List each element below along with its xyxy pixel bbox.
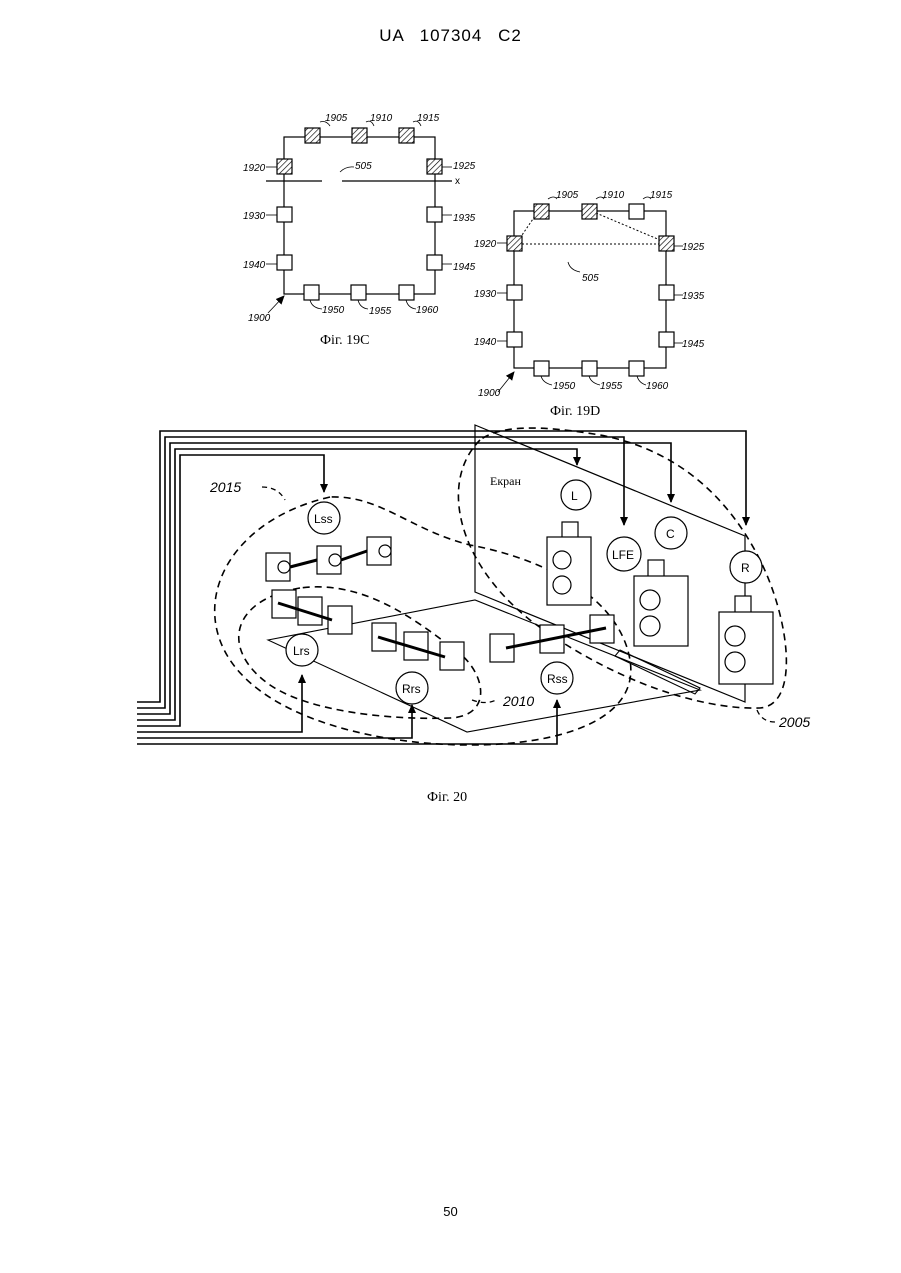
label-1935: 1935 <box>453 213 476 224</box>
label-1925: 1925 <box>682 242 705 253</box>
speaker-1935 <box>659 285 674 300</box>
label-x: x <box>455 176 460 187</box>
speaker-1925 <box>427 159 442 174</box>
label-1930: 1930 <box>474 289 497 300</box>
label-1935: 1935 <box>682 291 705 302</box>
ref-2010: 2010 <box>502 693 534 709</box>
label-1900: 1900 <box>478 388 501 399</box>
speaker-1950 <box>304 285 319 300</box>
speaker-1920 <box>277 159 292 174</box>
figure-19d-labels: 1905 1910 1915 1920 1925 505 1930 1935 1… <box>474 190 705 419</box>
label-1915: 1915 <box>417 113 440 124</box>
label-1940: 1940 <box>474 337 497 348</box>
leader-2005 <box>757 710 775 722</box>
label-1955: 1955 <box>369 306 392 317</box>
speaker-1955 <box>582 361 597 376</box>
speaker-1910 <box>582 204 597 219</box>
label-1925: 1925 <box>453 161 476 172</box>
speaker-cabinet <box>367 537 391 565</box>
label-1950: 1950 <box>553 381 576 392</box>
label-1945: 1945 <box>682 339 705 350</box>
label-505: 505 <box>582 273 599 284</box>
channel-l-label: L <box>571 489 578 503</box>
speaker-1955 <box>351 285 366 300</box>
channel-lfe-label: LFE <box>612 548 634 562</box>
label-1930: 1930 <box>243 211 266 222</box>
channel-lrs-label: Lrs <box>293 644 310 658</box>
speaker-1950 <box>534 361 549 376</box>
label-1920: 1920 <box>474 239 497 250</box>
label-1910: 1910 <box>602 190 625 201</box>
speaker-cabinet <box>266 553 290 581</box>
speaker-1930 <box>507 285 522 300</box>
speaker-group <box>507 204 674 376</box>
speaker-1940 <box>507 332 522 347</box>
figure-19d <box>497 197 683 392</box>
label-1960: 1960 <box>646 381 669 392</box>
leader-2015 <box>262 487 285 500</box>
page-number: 50 <box>0 1204 901 1219</box>
speaker-cabinet <box>317 546 341 574</box>
label-1960: 1960 <box>416 305 439 316</box>
ref-2005: 2005 <box>778 714 810 730</box>
channel-rrs-label: Rrs <box>402 682 421 696</box>
label-1940: 1940 <box>243 260 266 271</box>
label-1915: 1915 <box>650 190 673 201</box>
caption-fig-19d: Фіг. 19D <box>550 404 600 419</box>
label-1905: 1905 <box>556 190 579 201</box>
leader-lines <box>266 121 452 313</box>
speaker-1945 <box>659 332 674 347</box>
label-1910: 1910 <box>370 113 393 124</box>
speaker-1940 <box>277 255 292 270</box>
label-1905: 1905 <box>325 113 348 124</box>
speaker-1930 <box>277 207 292 222</box>
speaker-1910 <box>352 128 367 143</box>
label-1945: 1945 <box>453 262 476 273</box>
speaker-1905 <box>534 204 549 219</box>
speaker-1925 <box>659 236 674 251</box>
label-505: 505 <box>355 161 372 172</box>
ref-2015: 2015 <box>209 479 241 495</box>
speaker-1920 <box>507 236 522 251</box>
speaker-1915 <box>629 204 644 219</box>
label-1900: 1900 <box>248 313 271 324</box>
speaker-1905 <box>305 128 320 143</box>
figure-20 <box>137 425 786 745</box>
speaker-1935 <box>427 207 442 222</box>
figure-19c <box>266 121 452 313</box>
caption-fig-20: Фіг. 20 <box>427 790 467 805</box>
channel-rss-label: Rss <box>547 672 568 686</box>
caption-fig-19c: Фіг. 19С <box>320 333 369 348</box>
speaker-group <box>277 128 442 300</box>
channel-r-label: R <box>741 561 750 575</box>
label-1955: 1955 <box>600 381 623 392</box>
speaker-1945 <box>427 255 442 270</box>
speaker-1960 <box>629 361 644 376</box>
speaker-1915 <box>399 128 414 143</box>
screen-label: Екран <box>490 474 521 488</box>
speaker-1960 <box>399 285 414 300</box>
leader-2010 <box>472 700 496 703</box>
room-outline <box>514 211 666 368</box>
speaker-cabinet <box>372 623 396 651</box>
channel-lss-label: Lss <box>314 512 333 526</box>
figure-19c-labels: 1905 1910 1915 1920 1925 505 x 1930 1935… <box>243 113 476 348</box>
label-1920: 1920 <box>243 163 266 174</box>
label-1950: 1950 <box>322 305 345 316</box>
channel-c-label: C <box>666 527 675 541</box>
